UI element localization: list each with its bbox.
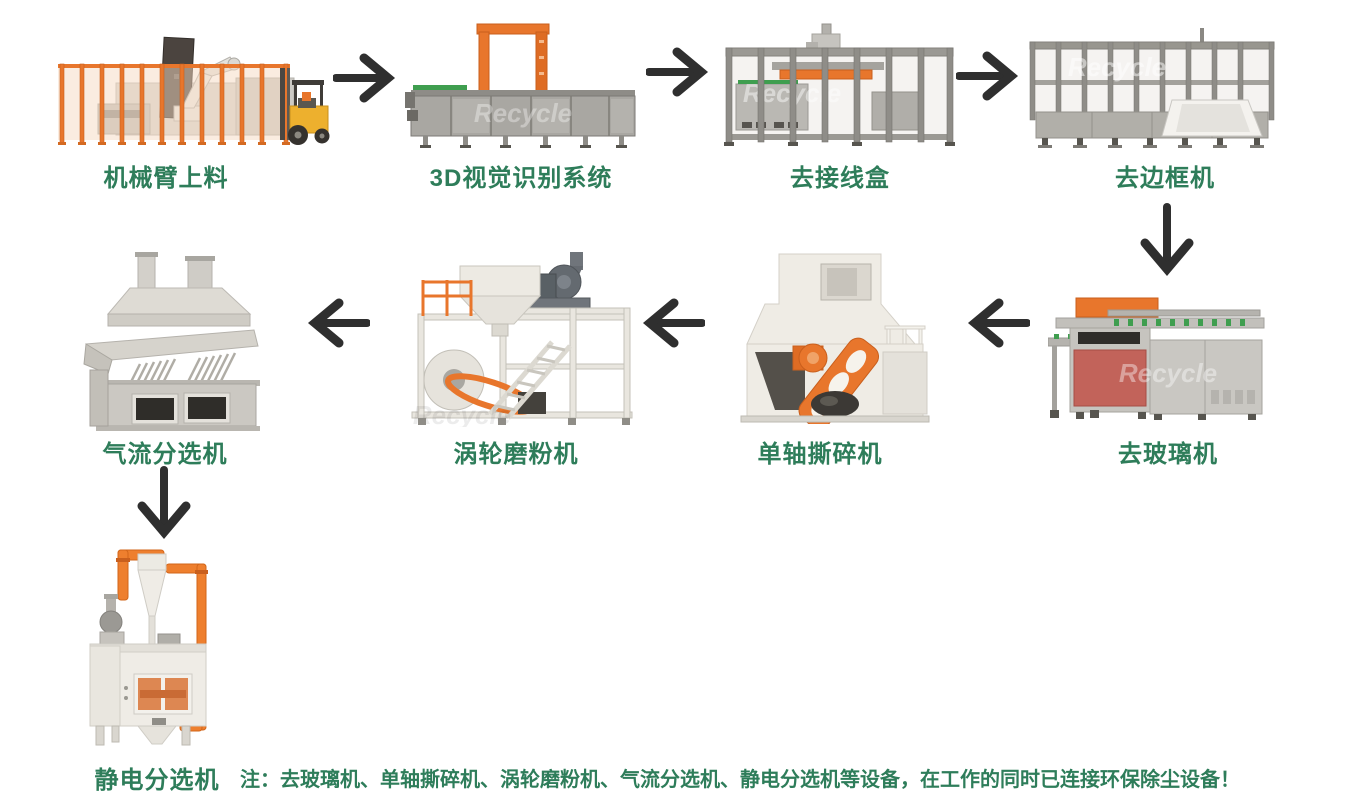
machine-glass-removal-illustration: Recycle — [1048, 292, 1273, 420]
step-label-robot-arm-loading: 机械臂上料 — [103, 165, 229, 192]
dust-collection-note: 注：去玻璃机、单轴撕碎机、涡轮磨粉机、气流分选机、静电分选机等设备，在工作的同时… — [240, 769, 1240, 791]
step-label-electrostatic-separator: 静电分选机 — [94, 767, 220, 794]
glass-removal-drawing: Recycle — [1048, 297, 1265, 420]
step-label-3d-vision: 3D视觉识别系统 — [429, 165, 613, 192]
arrow-down-right-column — [1139, 203, 1195, 279]
machine-frame-removal-illustration: Recycle — [1022, 28, 1282, 150]
watermark-text: Recycle — [1068, 52, 1166, 82]
robot-arm-loading-drawing — [58, 36, 330, 145]
machine-electrostatic-separator-illustration — [82, 542, 242, 747]
step-label-air-flow-separator: 气流分选机 — [102, 441, 228, 468]
arrow-right-3 — [956, 50, 1024, 102]
machine-junction-box-removal-illustration: Recycle — [722, 22, 957, 150]
watermark-text: Recycle — [413, 400, 511, 427]
machine-turbine-mill-illustration: Recycle — [402, 252, 637, 427]
frame-removal-drawing: Recycle — [1029, 28, 1275, 148]
machine-air-flow-separator-illustration — [82, 252, 267, 432]
machine-robot-arm-loading-illustration — [58, 28, 333, 150]
arrow-left-1 — [962, 297, 1030, 349]
step-label-junction-box-removal: 去接线盒 — [790, 165, 890, 192]
machine-single-shaft-shredder-illustration — [735, 252, 935, 424]
arrow-right-1 — [333, 52, 401, 104]
step-label-turbine-mill: 涡轮磨粉机 — [453, 441, 579, 468]
arrow-right-2 — [646, 46, 714, 98]
forklift — [280, 68, 330, 145]
3d-vision-drawing: Recycle — [405, 23, 636, 148]
junction-box-removal-drawing: Recycle — [724, 23, 955, 146]
arrow-left-3 — [302, 297, 370, 349]
safety-fence — [58, 63, 290, 145]
step-label-glass-removal: 去玻璃机 — [1118, 441, 1218, 468]
step-label-frame-removal: 去边框机 — [1115, 165, 1215, 192]
arrow-left-2 — [637, 297, 705, 349]
electrostatic-separator-drawing — [89, 549, 208, 746]
machine-3d-vision-illustration: Recycle — [403, 22, 643, 150]
watermark-text: Recycle — [474, 98, 572, 128]
watermark-text: Recycle — [1119, 358, 1217, 388]
arrow-down-left-column — [136, 466, 192, 542]
turbine-mill-drawing: Recycle — [411, 252, 633, 427]
scanner-portal — [476, 23, 550, 99]
air-flow-separator-drawing — [83, 252, 260, 431]
step-label-single-shaft-shredder: 单轴撕碎机 — [757, 441, 883, 468]
single-shaft-shredder-drawing — [740, 253, 930, 424]
